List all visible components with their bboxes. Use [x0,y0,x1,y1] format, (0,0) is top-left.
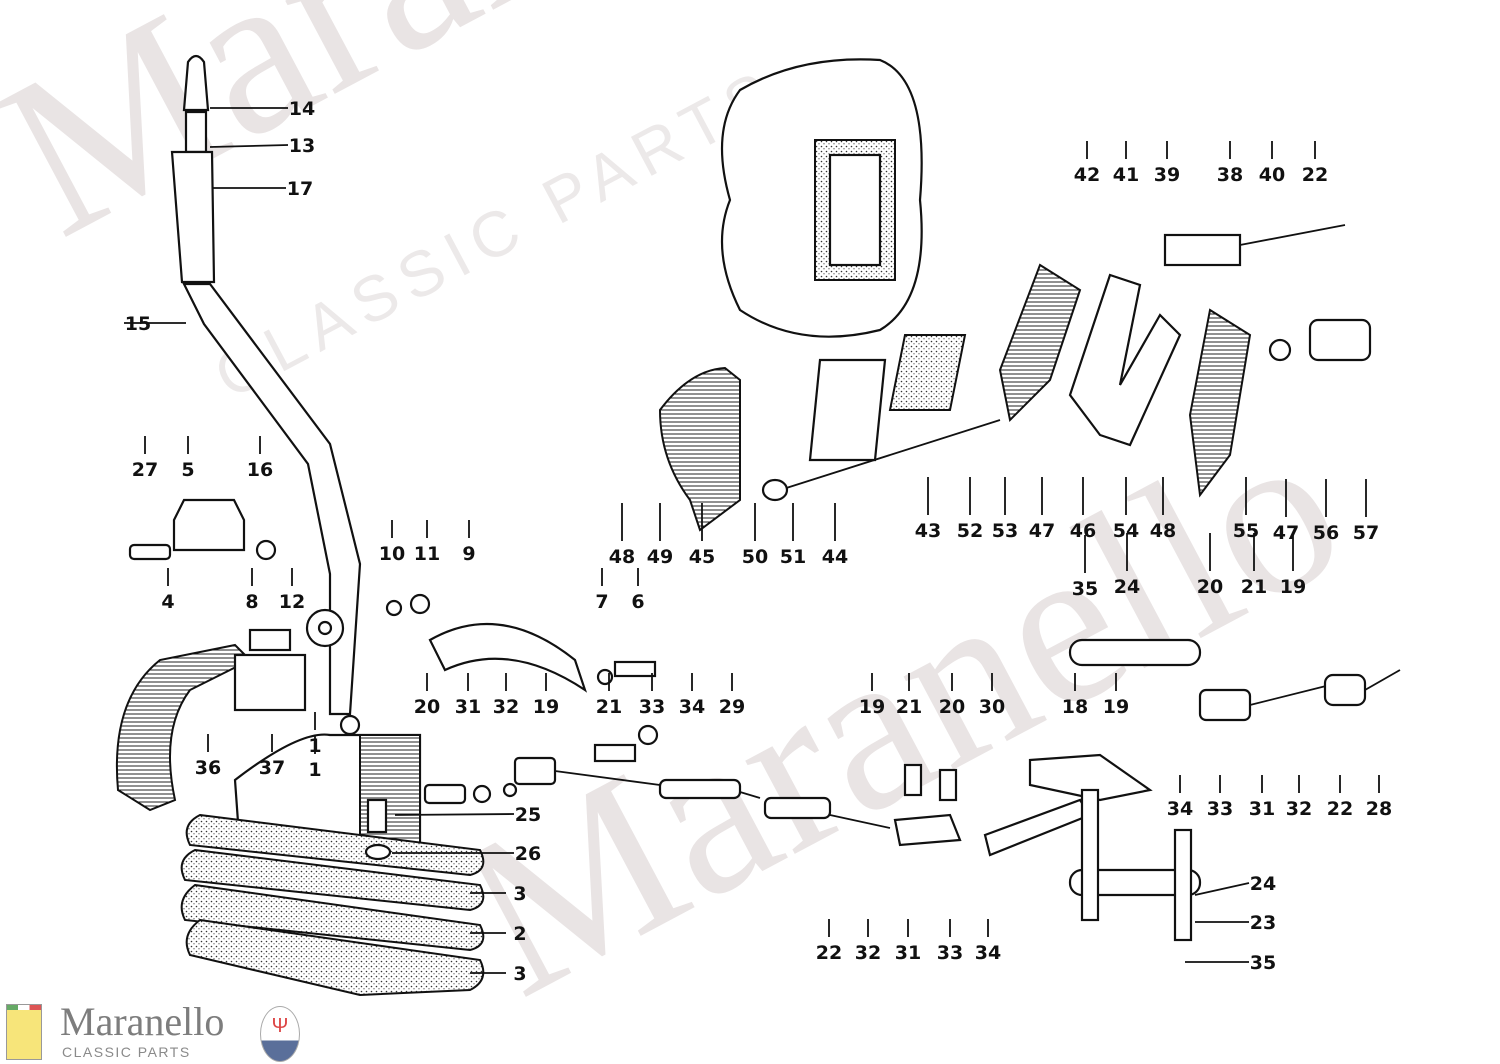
callout-57: 57 [1353,522,1379,544]
callout-32: 32 [855,942,881,964]
callout-19: 19 [1280,576,1306,598]
callout-35: 35 [1250,952,1276,974]
callout-37: 37 [259,757,285,779]
callout-20: 20 [414,696,440,718]
callout-31: 31 [455,696,481,718]
callout-21: 21 [896,696,922,718]
cable-assembly-left [513,724,891,829]
callout-19: 19 [1103,696,1129,718]
ratchet-pawl-assembly [115,498,657,812]
callout-20: 20 [1197,576,1223,598]
callout-19: 19 [533,696,559,718]
callout-47: 47 [1273,522,1299,544]
callout-25: 25 [515,804,541,826]
callout-3: 3 [513,883,526,905]
callout-14: 14 [289,98,315,120]
callout-24: 24 [1250,873,1276,895]
callout-56: 56 [1313,522,1339,544]
callout-33: 33 [1207,798,1233,820]
callout-51: 51 [780,546,806,568]
callout-12: 12 [279,591,305,613]
callout-48: 48 [1150,520,1176,542]
callout-22: 22 [816,942,842,964]
callout-48: 48 [609,546,635,568]
callout-5: 5 [181,459,194,481]
callout-15: 15 [125,313,151,335]
callout-49: 49 [647,546,673,568]
leader-line [394,813,515,816]
callout-17: 17 [287,178,313,200]
linkage-right [893,638,1401,942]
callout-47: 47 [1029,520,1055,542]
callout-6: 6 [631,591,644,613]
callout-8: 8 [245,591,258,613]
callout-13: 13 [289,135,315,157]
callout-32: 32 [493,696,519,718]
leader-line [1194,882,1250,896]
callout-4: 4 [161,591,174,613]
callout-3: 3 [513,963,526,985]
callout-29: 29 [719,696,745,718]
callout-31: 31 [1249,798,1275,820]
callout-38: 38 [1217,164,1243,186]
callout-41: 41 [1113,164,1139,186]
callout-24: 24 [1114,576,1140,598]
callout-30: 30 [979,696,1005,718]
leader-line [209,144,289,148]
callout-31: 31 [895,942,921,964]
callout-16: 16 [247,459,273,481]
callout-32: 32 [1286,798,1312,820]
callout-54: 54 [1113,520,1139,542]
brake-caliper [720,58,923,338]
callout-1: 1 [308,759,321,781]
callout-44: 44 [822,546,848,568]
callout-53: 53 [992,520,1018,542]
callout-34: 34 [1167,798,1193,820]
callout-35: 35 [1072,578,1098,600]
callout-34: 34 [679,696,705,718]
callout-18: 18 [1062,696,1088,718]
maranello-logo: Maranello CLASSIC PARTS Ψ [4,999,304,1062]
callout-45: 45 [689,546,715,568]
callout-52: 52 [957,520,983,542]
callout-21: 21 [1241,576,1267,598]
callout-28: 28 [1366,798,1392,820]
callout-33: 33 [639,696,665,718]
callout-46: 46 [1070,520,1096,542]
maserati-badge-icon: Ψ [260,1006,300,1062]
caliper-parts [658,224,1372,532]
callout-22: 22 [1327,798,1353,820]
callout-10: 10 [379,543,405,565]
callout-40: 40 [1259,164,1285,186]
callout-2: 2 [513,923,526,945]
callout-21: 21 [596,696,622,718]
callout-23: 23 [1250,912,1276,934]
callout-33: 33 [937,942,963,964]
callout-11: 11 [414,543,440,565]
callout-19: 19 [859,696,885,718]
callout-20: 20 [939,696,965,718]
hand-brake-lever [170,54,362,736]
lever-base-plates [180,733,518,997]
logo-name: Maranello [60,999,225,1044]
ferrari-badge-icon [6,1004,42,1060]
callout-7: 7 [595,591,608,613]
callout-34: 34 [975,942,1001,964]
callout-22: 22 [1302,164,1328,186]
callout-9: 9 [462,543,475,565]
callout-42: 42 [1074,164,1100,186]
callout-36: 36 [195,757,221,779]
logo-tagline: CLASSIC PARTS [62,1044,191,1060]
callout-26: 26 [515,843,541,865]
callout-43: 43 [915,520,941,542]
callout-55: 55 [1233,520,1259,542]
callout-39: 39 [1154,164,1180,186]
callout-50: 50 [742,546,768,568]
callout-27: 27 [132,459,158,481]
